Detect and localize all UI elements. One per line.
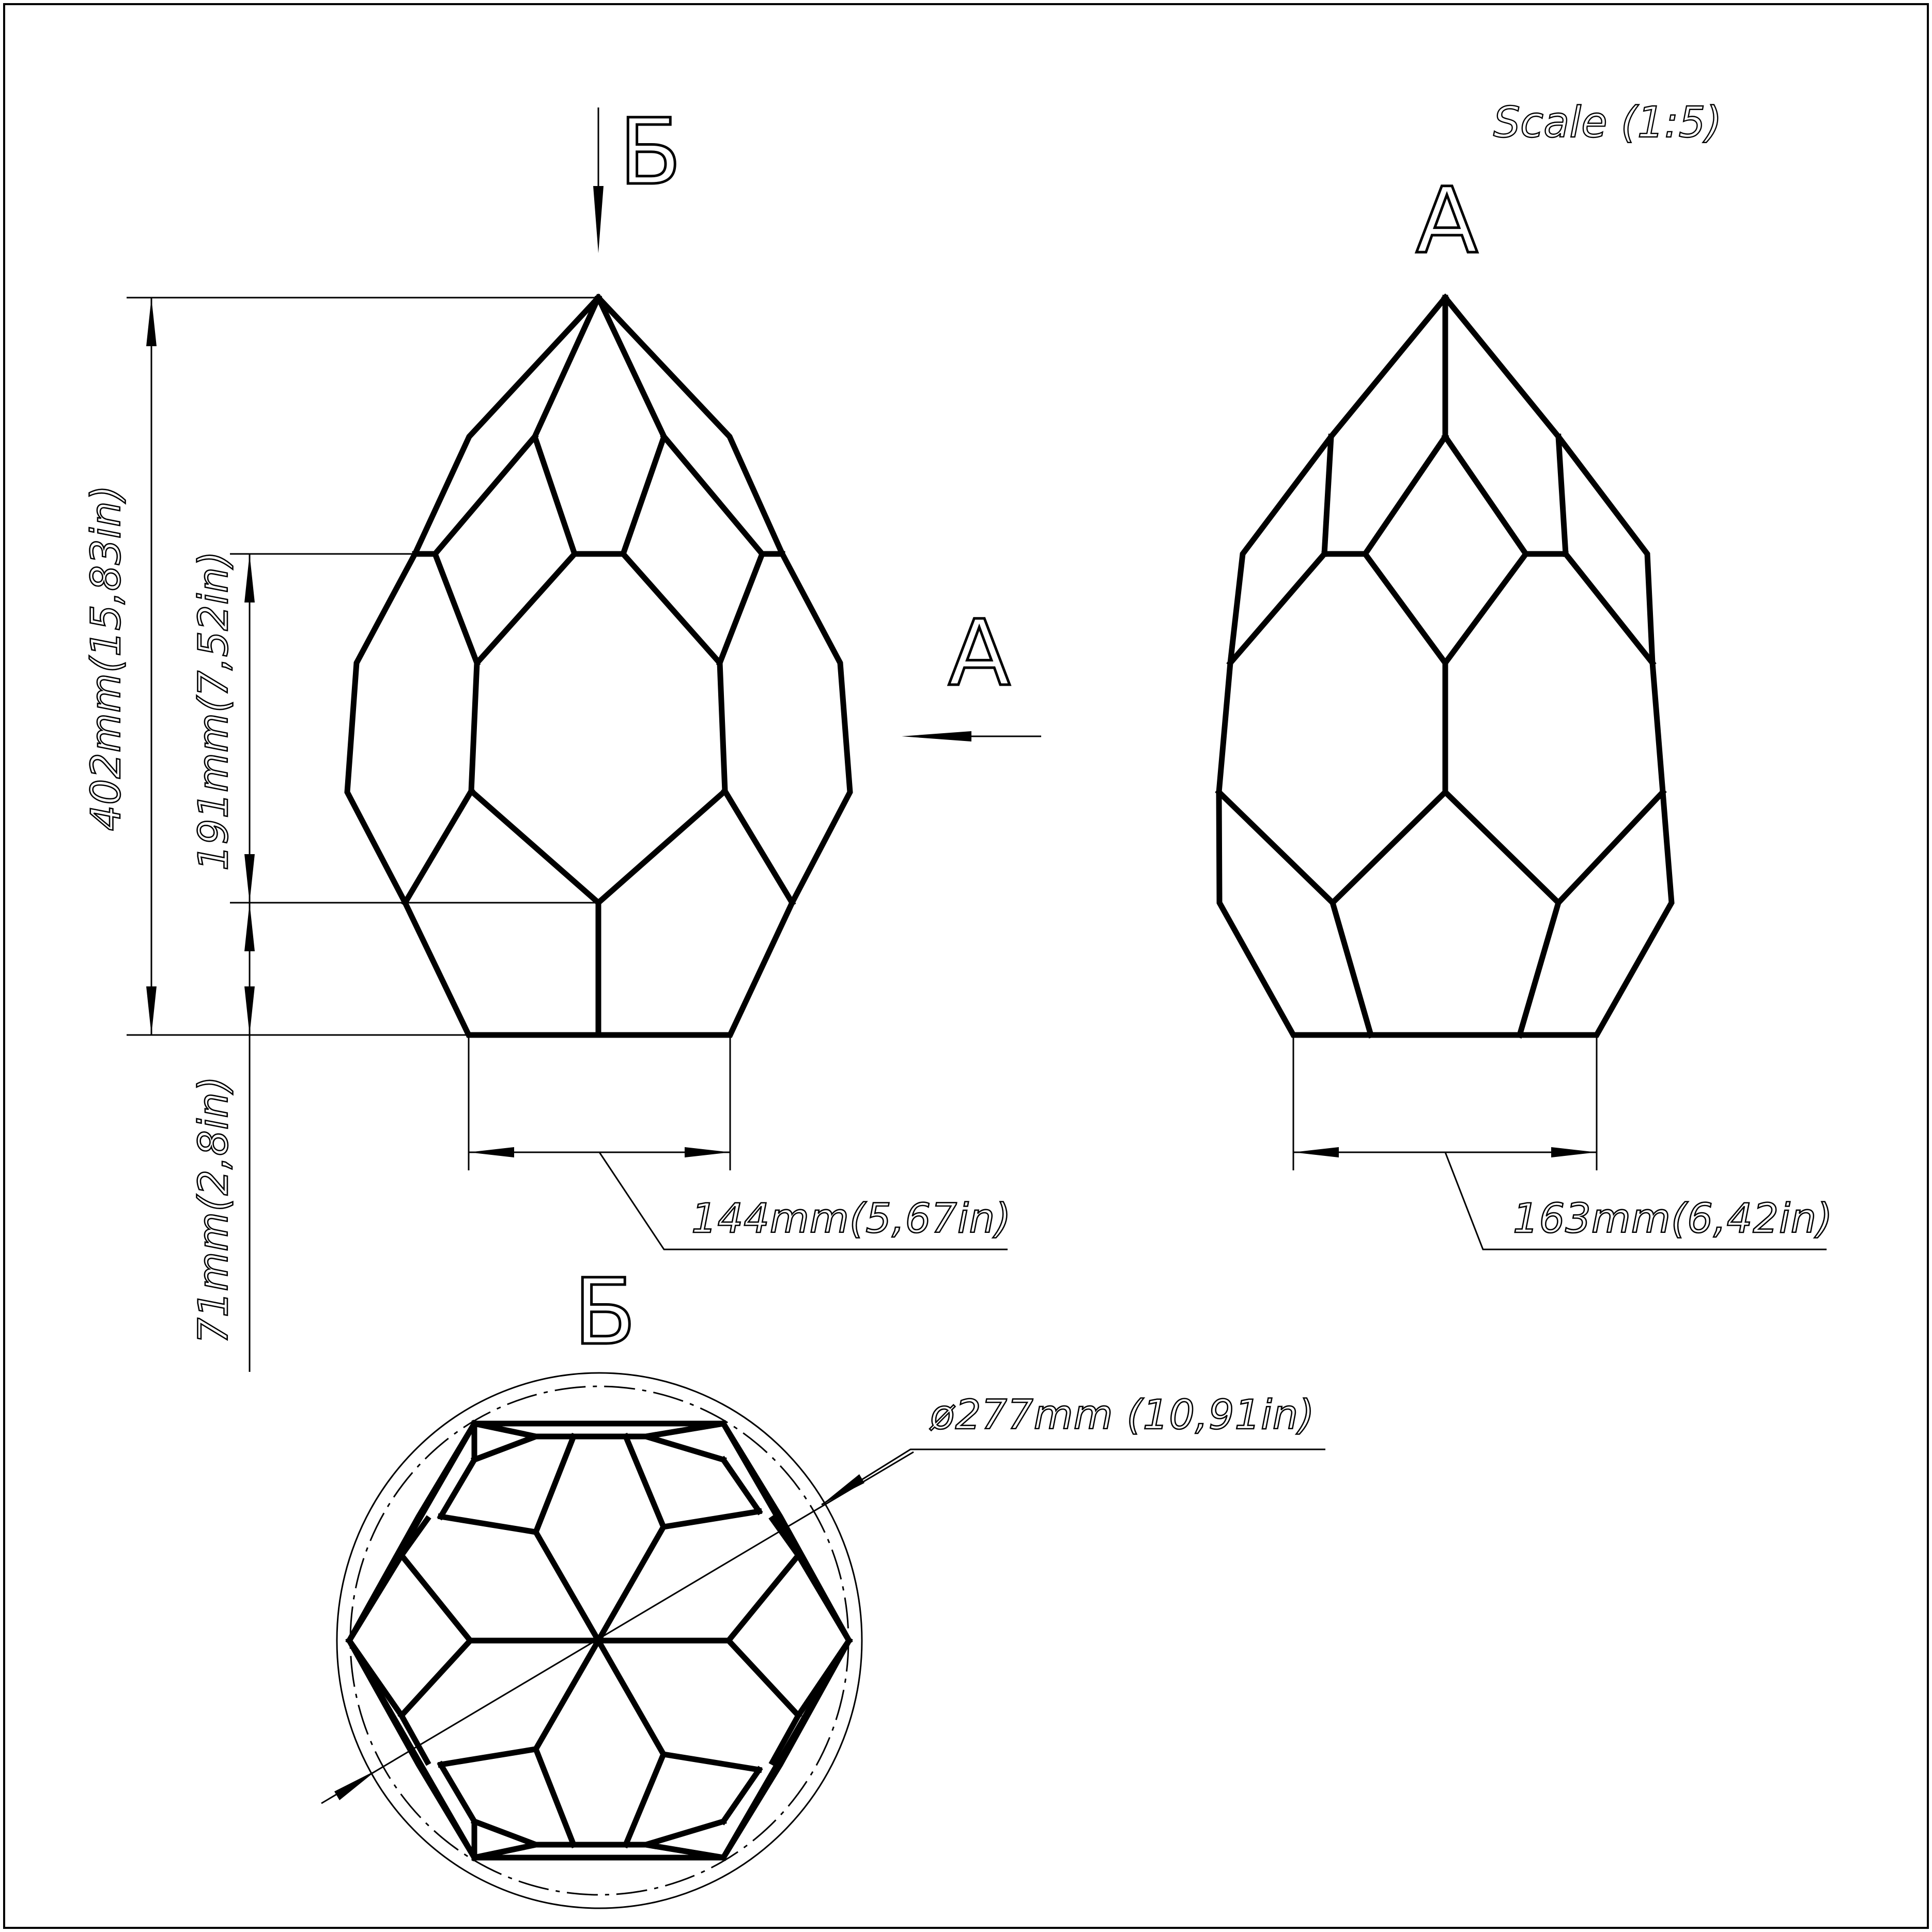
top-view-facets [345, 1419, 853, 1862]
top-view [336, 1372, 863, 1909]
dimension-bottom-height-text: 71mm(2,8in) [191, 1076, 237, 1343]
dimension-side-base-width-text: 163mm(6,42in) [1513, 1196, 1833, 1242]
drawing-frame [3, 3, 1929, 1929]
dimension-diameter [321, 1448, 1325, 1804]
top-view-circle [336, 1372, 863, 1909]
side-view [1215, 293, 1675, 1039]
view-arrow-a [902, 731, 1041, 741]
dimension-middle-height [230, 553, 598, 1372]
front-view-facets [401, 293, 796, 1038]
dimension-front-base-width-text: 144mm(5,67in) [691, 1196, 1011, 1242]
side-view-outline [1216, 293, 1675, 1038]
scale-note: Scale (1:5) [1493, 98, 1722, 147]
side-view-label: А [1416, 168, 1478, 274]
dimension-diameter-text: ø277mm (10,91in) [929, 1392, 1315, 1439]
dimension-middle-height-text: 191mm(7,52in) [191, 551, 237, 871]
view-arrow-b [593, 107, 604, 253]
front-view [344, 293, 853, 1038]
dimension-side-base-width [1292, 1035, 1827, 1250]
top-view-label: Б [574, 1259, 636, 1365]
dimension-total-height-text: 402mm(15,83in) [83, 485, 130, 831]
view-arrow-b-letter: Б [619, 99, 682, 205]
dimension-front-base-width [468, 1035, 1008, 1250]
side-view-facets [1215, 295, 1667, 1039]
view-arrow-a-letter: А [948, 600, 1010, 706]
dimension-total-height [127, 297, 598, 1036]
